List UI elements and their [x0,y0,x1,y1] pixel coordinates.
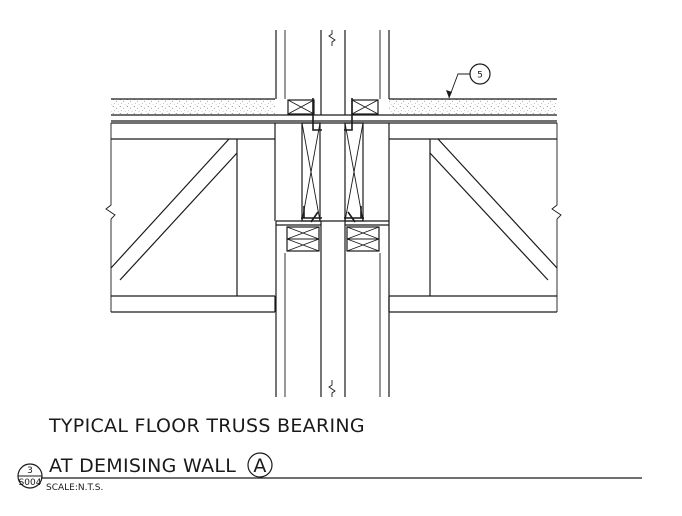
detail-title-line1: TYPICAL FLOOR TRUSS BEARING [48,415,365,437]
plates [276,220,389,226]
left-floor-truss [110,123,276,313]
lower-wall [275,221,390,397]
detail-number: 3 [27,466,33,476]
keynote-5: 5 [446,63,491,99]
upper-blocking [287,99,379,115]
grid-tag: A [253,455,266,477]
right-floor-truss [388,123,558,313]
keynote-number: 5 [477,71,483,81]
break-lines [105,123,562,312]
sheet-number: S004 [19,478,42,488]
subfloor [111,114,557,124]
detail-title-block: TYPICAL FLOOR TRUSS BEARING AT DEMISING … [17,415,642,493]
detail-title-line2: AT DEMISING WALL [49,455,236,477]
hangers [301,98,364,223]
scale-note: SCALE:N.T.S. [46,483,103,493]
concrete-topping [111,98,557,115]
rim-boards [301,122,364,222]
lower-blocking [286,226,380,252]
keynote-circle [469,63,491,85]
grid-tag-circle [247,452,273,478]
upper-wall [275,30,390,115]
